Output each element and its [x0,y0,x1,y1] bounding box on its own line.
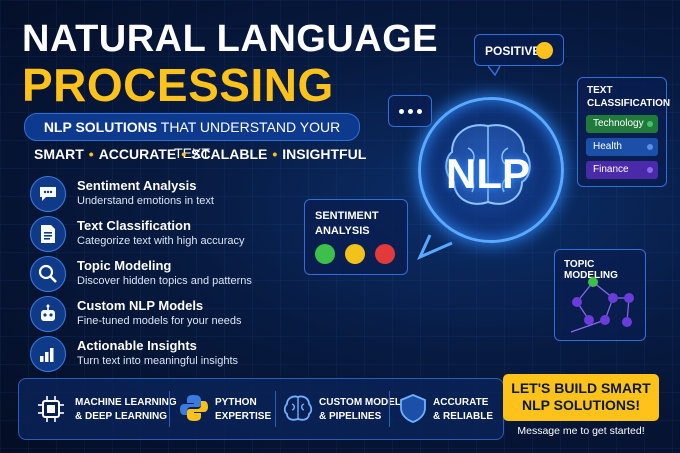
feature-title: Text Classification [77,218,191,233]
tagline: SMART•ACCURATE•SCALABLE•INSIGHTFUL [34,146,366,162]
cta-line: LET'S BUILD SMART [511,380,651,396]
label-line: CUSTOM MODELS [319,397,408,408]
smiley-icon [536,42,553,59]
robot-icon [30,296,66,332]
page-title-line2: PROCESSING [22,59,334,111]
status-dot [647,144,653,150]
speech-bubble-outline [417,234,453,260]
capability-ml: MACHINE LEARNING & DEEP LEARNING [35,379,177,439]
capability-custom-models: CUSTOM MODELS & PIPELINES [283,379,408,439]
typing-bubble [388,95,432,127]
bar-chart-icon [30,336,66,372]
feature-desc: Understand emotions in text [77,195,214,207]
chip-label: Technology [593,118,644,129]
panel-heading: TOPIC MODELING [564,259,618,281]
sad-face-icon [375,244,395,264]
label-line: PYTHON [215,397,257,408]
chip-label: Health [593,141,622,152]
feature-title: Sentiment Analysis [77,178,197,193]
chip-icon [38,396,64,422]
divider [389,391,390,427]
feature-desc: Categorize text with high accuracy [77,235,245,247]
topic-graph-icon [570,277,634,333]
tag-separator: • [181,146,187,162]
dot-icon [398,108,404,114]
feature-title: Custom NLP Models [77,298,204,313]
brain-icon [445,124,531,205]
chat-bubble-icon [30,176,66,212]
feature-title: Actionable Insights [77,338,197,353]
divider [169,391,170,427]
divider [275,391,276,427]
label-line: & DEEP LEARNING [75,411,168,422]
tag: ACCURATE [98,146,177,162]
label-line: MACHINE LEARNING [75,397,177,408]
dot-icon [416,108,422,114]
cta-button[interactable]: LET'S BUILD SMART NLP SOLUTIONS! [503,374,659,421]
positive-bubble: POSITIVE [474,34,564,66]
feature-desc: Discover hidden topics and patterns [77,275,252,287]
nlp-brain-circle [418,97,564,243]
panel-heading: TEXT CLASSIFICATION [587,84,670,110]
python-icon [180,395,208,421]
text-classification-panel: TEXT CLASSIFICATION Technology Health Fi… [577,77,670,187]
tag: SMART [34,146,84,162]
happy-face-icon [315,244,335,264]
brain-icon [283,395,313,421]
feature-desc: Fine-tuned models for your needs [77,315,242,327]
sentiment-analysis-panel: SENTIMENT ANALYSIS [304,199,408,275]
chip-health: Health [586,138,658,156]
magnifier-icon [30,256,66,292]
positive-label: POSITIVE [485,44,541,58]
capability-label: PYTHON EXPERTISE [215,396,271,424]
nlp-label: NLP [446,150,530,197]
feature-desc: Turn text into meaningful insights [77,355,239,367]
heading-line: SENTIMENT [315,210,379,222]
capability-accurate: ACCURATE & RELIABLE [399,379,499,439]
feature-title: Topic Modeling [77,258,172,273]
tag: SCALABLE [191,146,268,162]
capability-label: ACCURATE & RELIABLE [433,396,493,424]
heading-line: TEXT [587,85,613,96]
capability-label: MACHINE LEARNING & DEEP LEARNING [75,396,177,424]
shield-icon [400,394,426,423]
bubble-tail [488,66,501,76]
label-line: EXPERTISE [215,411,272,422]
chip-finance: Finance [586,161,658,179]
capability-label: CUSTOM MODELS & PIPELINES [319,396,408,424]
status-dot [647,167,653,173]
heading-line: ANALYSIS [315,225,370,237]
label-line: ACCURATE [433,397,489,408]
page-title-line1: NATURAL LANGUAGE [22,18,439,60]
heading-line: CLASSIFICATION [587,98,671,109]
tag: INSIGHTFUL [282,146,367,162]
panel-heading: SENTIMENT ANALYSIS [315,209,379,239]
subtitle-banner: NLP SOLUTIONS THAT UNDERSTAND YOUR TEXT [24,113,360,161]
subtitle-bold: NLP SOLUTIONS [43,119,158,135]
chip-label: Finance [593,164,629,175]
neutral-face-icon [345,244,365,264]
chip-technology: Technology [586,115,658,133]
document-icon [30,216,66,252]
label-line: & PIPELINES [319,411,382,422]
capability-python: PYTHON EXPERTISE [179,379,279,439]
topic-modeling-panel: TOPIC MODELING [554,249,646,341]
capabilities-bar: MACHINE LEARNING & DEEP LEARNING PYTHON EX… [18,378,504,440]
subtitle-rest: THAT UNDERSTAND YOUR TEXT [157,119,341,161]
tag-separator: • [272,146,278,162]
cta-line: NLP SOLUTIONS! [522,397,640,413]
cta-subtext: Message me to get started! [517,425,645,437]
status-dot [647,121,653,127]
label-line: & RELIABLE [433,411,493,422]
dot-icon [407,108,413,114]
tag-separator: • [88,146,94,162]
